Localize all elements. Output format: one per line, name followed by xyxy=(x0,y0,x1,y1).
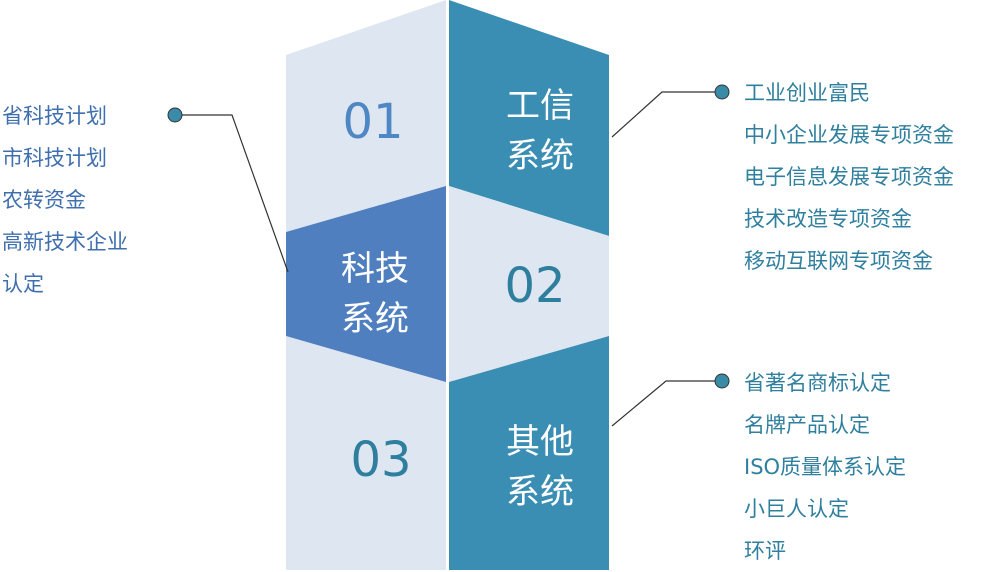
right-top-list-item: 工业创业富民 xyxy=(744,81,870,105)
right-bottom-connector-line xyxy=(611,380,716,427)
right-top-list-item: 移动互联网专项资金 xyxy=(744,249,933,273)
right-top-list-item: 电子信息发展专项资金 xyxy=(744,165,954,189)
left-connector-dot xyxy=(167,107,183,123)
left-list-item: 认定 xyxy=(2,272,44,296)
panel-title-keji-line2: 系统 xyxy=(341,299,409,339)
right-bottom-item-list: 省著名商标认定 名牌产品认定 ISO质量体系认定 小巨人认定 环评 xyxy=(744,362,906,572)
right-top-connector-line xyxy=(611,91,716,138)
right-bottom-panel xyxy=(449,336,609,570)
left-top-panel xyxy=(286,0,446,232)
right-bottom-list-item: 环评 xyxy=(744,539,786,563)
left-connector-line xyxy=(182,114,289,273)
right-bottom-list-item: ISO质量体系认定 xyxy=(744,455,907,479)
panel-title-qita-line1: 其他 xyxy=(506,422,574,462)
left-bottom-panel xyxy=(286,336,446,570)
left-list-item: 高新技术企业 xyxy=(2,230,128,254)
right-top-panel xyxy=(449,0,609,236)
right-top-list-item: 中小企业发展专项资金 xyxy=(744,123,954,147)
right-middle-panel xyxy=(449,186,609,382)
panel-number-01: 01 xyxy=(342,94,403,150)
left-list-item: 省科技计划 xyxy=(2,104,107,128)
right-bottom-list-item: 小巨人认定 xyxy=(744,497,849,521)
left-list-item: 农转资金 xyxy=(2,188,86,212)
right-top-connector-dot xyxy=(714,84,730,100)
left-list-item: 市科技计划 xyxy=(2,146,107,170)
right-bottom-list-item: 省著名商标认定 xyxy=(744,371,891,395)
right-top-list-item: 技术改造专项资金 xyxy=(744,207,912,231)
panel-title-gongxin-line2: 系统 xyxy=(506,136,574,176)
left-middle-panel xyxy=(286,186,446,382)
panel-title-gongxin-line1: 工信 xyxy=(506,86,574,126)
left-item-list: 省科技计划 市科技计划 农转资金 高新技术企业 认定 xyxy=(2,95,128,305)
right-top-item-list: 工业创业富民 中小企业发展专项资金 电子信息发展专项资金 技术改造专项资金 移动… xyxy=(744,72,954,282)
right-bottom-connector-dot xyxy=(714,373,730,389)
panel-number-03: 03 xyxy=(350,432,411,488)
panel-title-keji-line1: 科技 xyxy=(341,249,409,289)
panel-number-02: 02 xyxy=(504,258,565,314)
right-bottom-list-item: 名牌产品认定 xyxy=(744,413,870,437)
panel-title-qita-line2: 系统 xyxy=(506,472,574,512)
